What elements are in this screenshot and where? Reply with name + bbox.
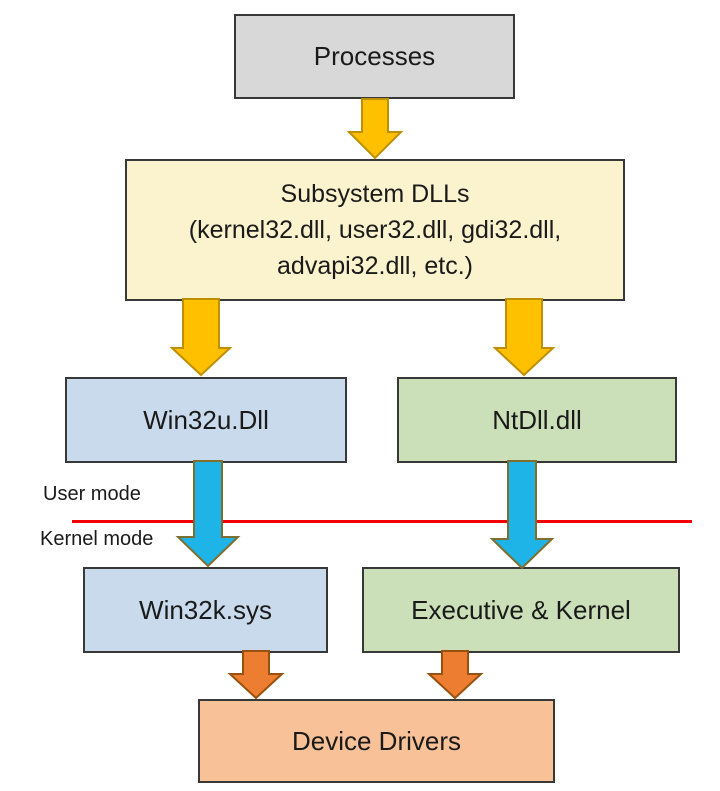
box-processes-label: Processes	[313, 41, 436, 71]
arrow-win32u-to-win32k-icon	[175, 460, 241, 568]
box-executive-kernel-label: Executive & Kernel	[411, 594, 631, 625]
box-ntdll-dll-label: NtDll.dll	[492, 404, 582, 435]
box-device-drivers: Device Drivers	[198, 699, 555, 783]
box-subsystem-dlls: Subsystem DLLs (kernel32.dll, user32.dll…	[125, 159, 625, 301]
box-win32u-dll-label: Win32u.Dll	[143, 404, 269, 435]
box-ntdll-dll: NtDll.dll	[397, 377, 677, 463]
box-device-drivers-label: Device Drivers	[291, 725, 462, 756]
arrow-ntdll-to-executive-icon	[489, 460, 555, 570]
arrow-subsystem-to-win32u-icon	[169, 298, 233, 377]
arrow-win32k-to-device-drivers-icon	[227, 650, 285, 700]
box-executive-kernel: Executive & Kernel	[362, 567, 680, 653]
arrow-executive-to-device-drivers-icon	[426, 650, 484, 700]
box-processes: Processes	[234, 14, 515, 99]
arrow-processes-to-subsystem-icon	[346, 98, 404, 160]
subsystem-line-1: Subsystem DLLs	[280, 180, 470, 208]
box-win32k-sys: Win32k.sys	[83, 567, 328, 653]
subsystem-line-2: (kernel32.dll, user32.dll, gdi32.dll,	[188, 216, 562, 244]
box-subsystem-dlls-label: Subsystem DLLs (kernel32.dll, user32.dll…	[189, 176, 561, 284]
user-mode-label: User mode	[43, 483, 141, 505]
box-win32u-dll: Win32u.Dll	[65, 377, 347, 463]
box-win32k-sys-label: Win32k.sys	[139, 594, 272, 625]
mode-divider-line	[72, 520, 692, 523]
kernel-mode-label: Kernel mode	[40, 528, 154, 550]
arrow-subsystem-to-ntdll-icon	[492, 298, 556, 377]
subsystem-line-3: advapi32.dll, etc.)	[277, 252, 473, 280]
